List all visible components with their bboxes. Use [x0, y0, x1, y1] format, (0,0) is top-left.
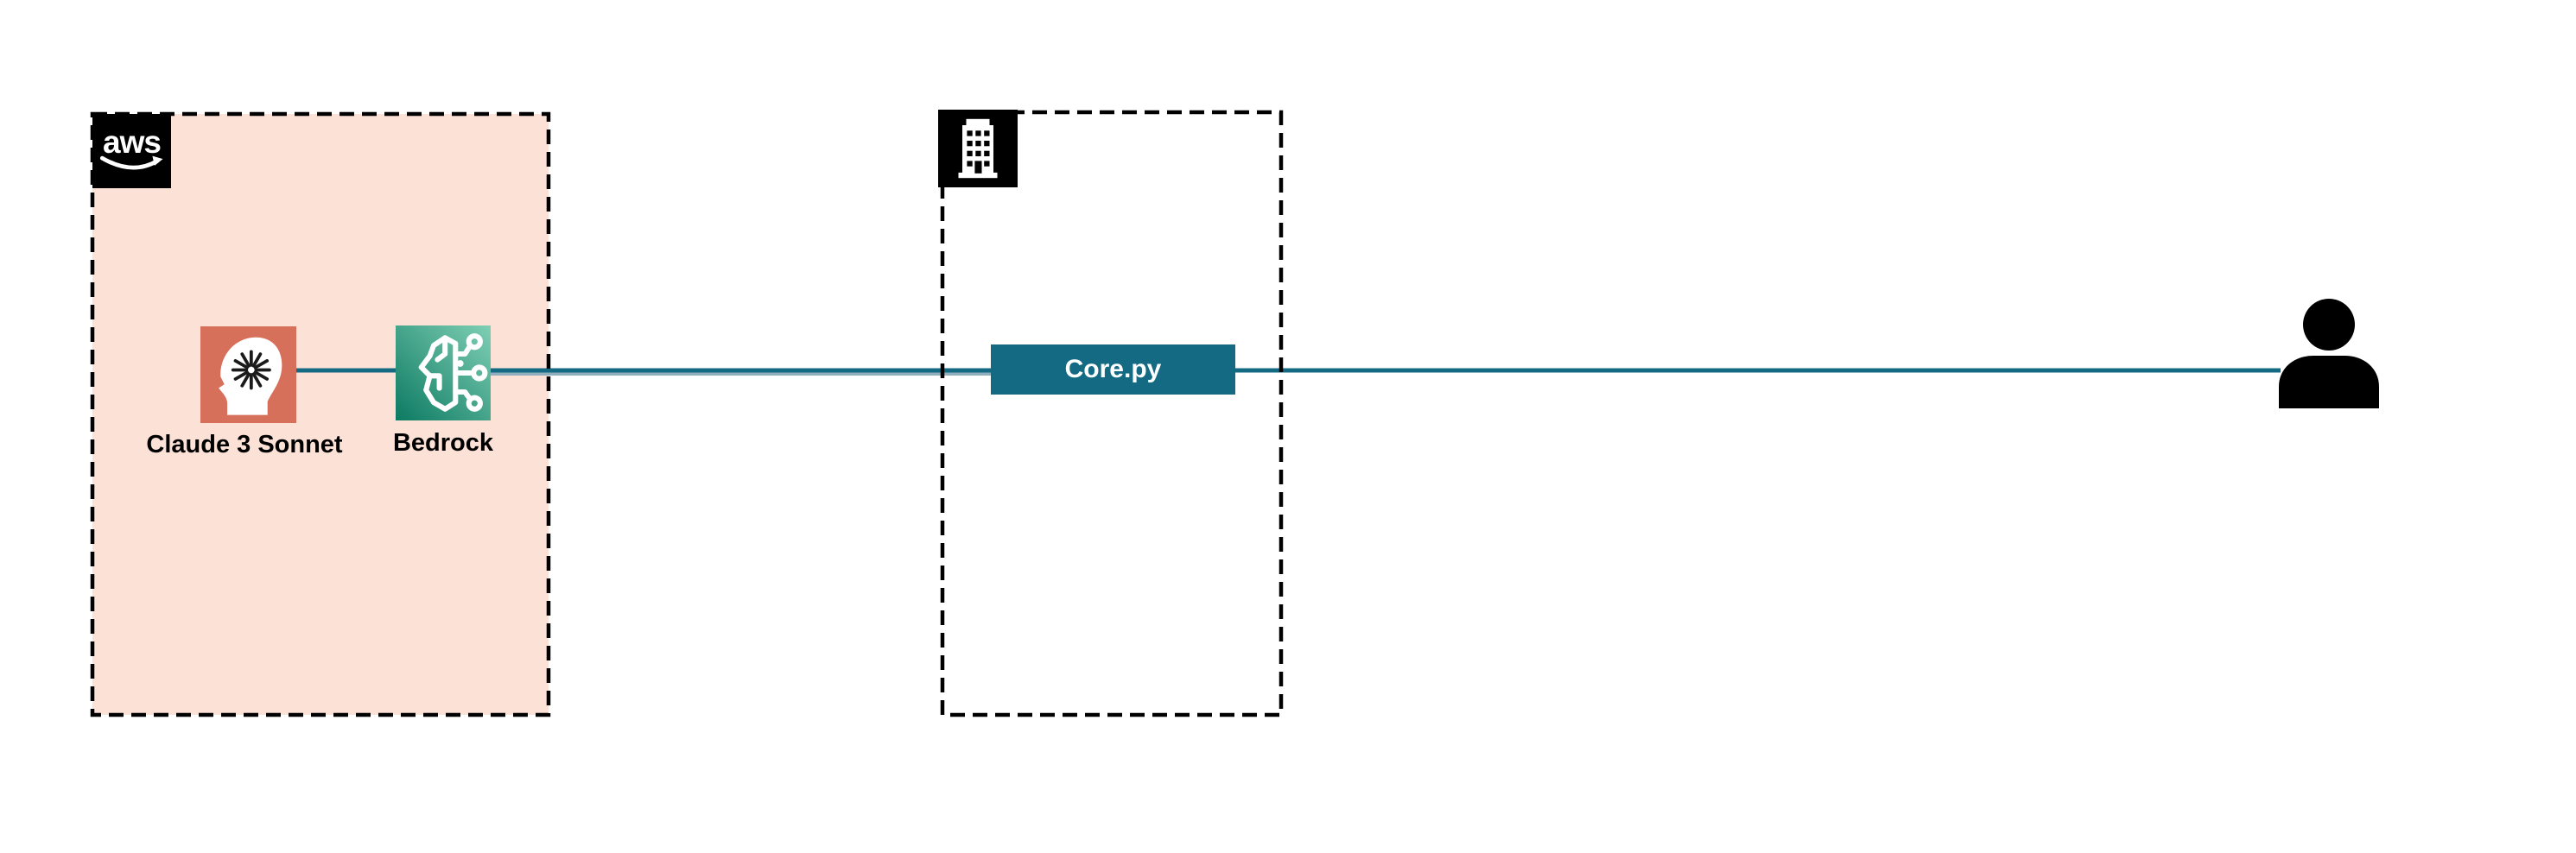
core-node-label: Core.py [1064, 355, 1162, 383]
claude-node [200, 326, 296, 423]
building-icon [958, 118, 998, 179]
bedrock-node [396, 325, 491, 420]
core-node: Core.py [991, 344, 1235, 395]
application-badge [938, 110, 1018, 187]
person-icon [2279, 299, 2379, 408]
aws-badge: aws [92, 114, 171, 188]
application-group-border [940, 110, 1284, 717]
aws-smile-icon [99, 155, 163, 170]
bedrock-circuit-brain-icon [396, 325, 491, 420]
user-node [2277, 298, 2381, 408]
aws-logo-text: aws [103, 124, 162, 160]
aws-group-border [90, 111, 551, 717]
bedrock-node-label: Bedrock [392, 429, 494, 457]
claude-node-label: Claude 3 Sonnet [146, 431, 343, 458]
claude-head-spark-icon [219, 337, 282, 415]
claude-spark [231, 350, 271, 390]
application-group-fill [942, 112, 1281, 715]
